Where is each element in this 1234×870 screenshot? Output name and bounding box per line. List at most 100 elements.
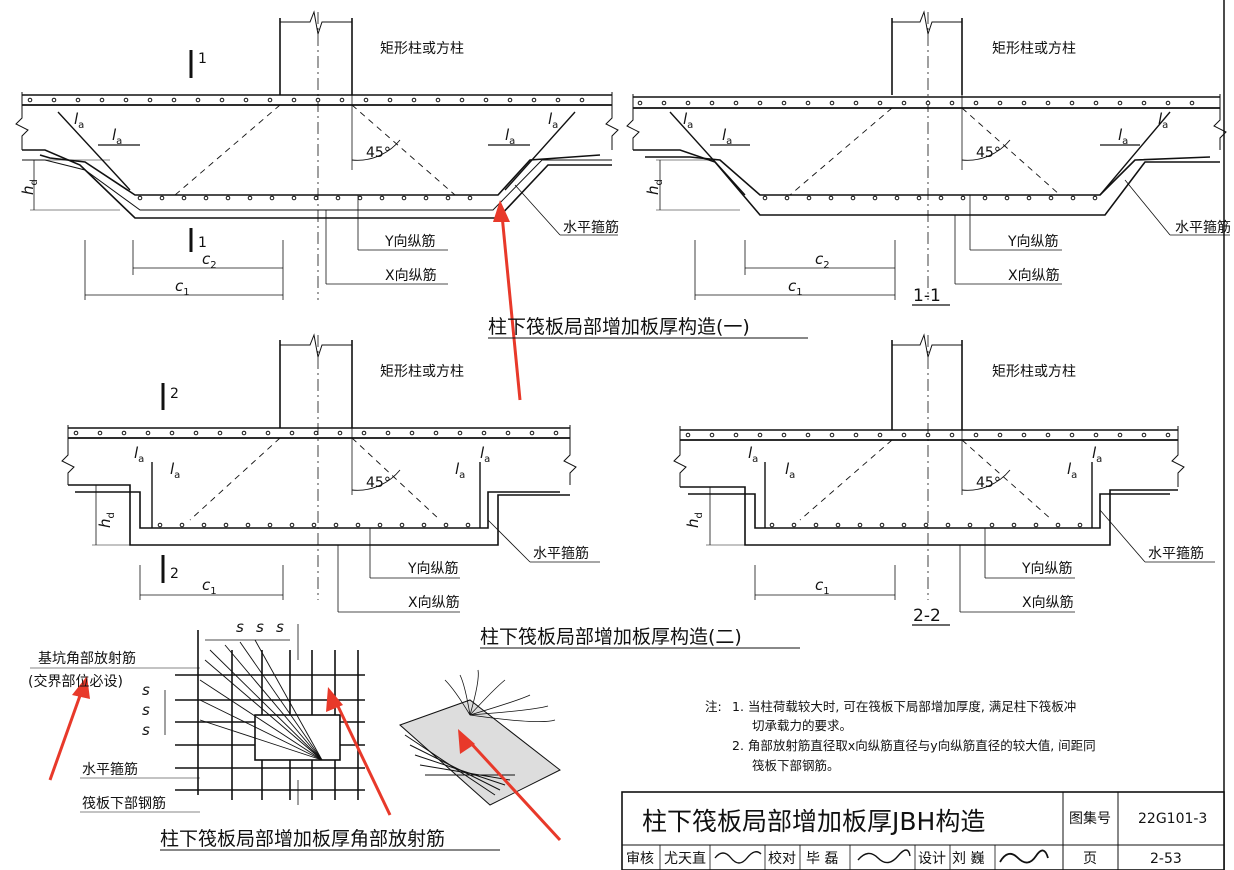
- rebar-dot: [960, 195, 966, 201]
- label-hd: hd: [96, 512, 117, 528]
- label-x-bar: X向纵筋: [1008, 267, 1060, 284]
- rebar-dot: [289, 522, 295, 528]
- rebar-dot: [217, 430, 223, 436]
- rebar-dot: [806, 195, 812, 201]
- rebar-dot: [361, 430, 367, 436]
- rebar-dot: [553, 430, 559, 436]
- rebar-dot: [27, 97, 33, 103]
- label-y-bar: Y向纵筋: [384, 233, 436, 250]
- note-2-line-2: 筏板下部钢筋。: [752, 758, 840, 773]
- rebar-dot: [733, 432, 739, 438]
- rebar-dot: [938, 195, 944, 201]
- rebar-dot: [1189, 100, 1195, 106]
- rebar-dot: [1033, 522, 1039, 528]
- label-c1: c1: [788, 277, 803, 298]
- page-label: 页: [1083, 851, 1097, 867]
- red-arrows: [48, 200, 562, 842]
- notes-lead: 注:: [705, 699, 722, 714]
- rebar-dot: [1093, 100, 1099, 106]
- rebar-dot: [179, 522, 185, 528]
- rebar-dot: [1117, 432, 1123, 438]
- rebar-dot: [1165, 100, 1171, 106]
- rebar-dot: [1141, 432, 1147, 438]
- label-la: la: [505, 126, 515, 147]
- rebar-dot: [685, 432, 691, 438]
- rebar-dot: [379, 195, 385, 201]
- label-cut-2-top: 2: [170, 386, 179, 402]
- section-1-1: [626, 10, 1230, 306]
- rebar-dot: [387, 97, 393, 103]
- rebar-dot: [291, 97, 297, 103]
- rebar-dot: [781, 100, 787, 106]
- label-corner-bottom-bar: 筏板下部钢筋: [82, 795, 166, 812]
- rebar-dot: [829, 100, 835, 106]
- rebar-dot: [857, 522, 863, 528]
- rebar-dot: [311, 522, 317, 528]
- rebar-dot: [483, 97, 489, 103]
- rebar-dot: [123, 97, 129, 103]
- rebar-dot: [973, 100, 979, 106]
- rebar-dot: [762, 195, 768, 201]
- rebar-dot: [333, 522, 339, 528]
- rebar-dot: [457, 430, 463, 436]
- title-block: 柱下筏板局部增加板厚JBH构造 图集号 22G101-3 页 2-53 审核 尤…: [621, 791, 1225, 870]
- rebar-dot: [181, 195, 187, 201]
- label-la: la: [1092, 444, 1102, 465]
- rebar-dot: [1045, 100, 1051, 106]
- review-signature: [714, 851, 762, 864]
- rebar-dot: [435, 97, 441, 103]
- review-label: 审核: [626, 851, 654, 867]
- label-la: la: [1158, 110, 1168, 131]
- rebar-dot: [169, 430, 175, 436]
- note-1-line-2: 切承载力的要求。: [752, 718, 852, 733]
- rebar-dot: [313, 195, 319, 201]
- rebar-dot: [1069, 100, 1075, 106]
- rebar-dot: [982, 195, 988, 201]
- rebar-dot: [879, 522, 885, 528]
- rebar-dot: [925, 432, 931, 438]
- label-la: la: [785, 460, 795, 481]
- rebar-dot: [121, 430, 127, 436]
- rebar-dot: [1021, 432, 1027, 438]
- rebar-dot: [813, 522, 819, 528]
- label-angle: 45°: [976, 475, 1001, 491]
- label-angle: 45°: [976, 145, 1001, 161]
- label-c2: c2: [815, 250, 830, 271]
- rebar-dot: [51, 97, 57, 103]
- rebar-dot: [357, 195, 363, 201]
- label-la: la: [134, 444, 144, 465]
- rebar-dot: [505, 430, 511, 436]
- label-y-bar: Y向纵筋: [1007, 233, 1059, 250]
- rebar-dot: [409, 430, 415, 436]
- label-x-bar: X向纵筋: [1022, 594, 1074, 611]
- label-la: la: [683, 110, 693, 131]
- label-column-4: 矩形柱或方柱: [992, 364, 1076, 380]
- label-la: la: [112, 126, 122, 147]
- note-2-line-1: 2. 角部放射筋直径取x向纵筋直径与y向纵筋直径的较大值, 间距同: [732, 738, 1096, 753]
- rebar-dot: [363, 97, 369, 103]
- label-corner-required: (交界部位必设): [28, 673, 123, 690]
- label-stirrup: 水平箍筋: [533, 545, 589, 562]
- label-la: la: [455, 460, 465, 481]
- rebar-dot: [247, 195, 253, 201]
- rebar-dot: [973, 432, 979, 438]
- check-signature: [857, 849, 911, 864]
- rebar-dot: [1092, 195, 1098, 201]
- rebar-dot: [1117, 100, 1123, 106]
- rebar-dot: [1093, 432, 1099, 438]
- label-c1: c1: [202, 576, 217, 597]
- rebar-dot: [385, 430, 391, 436]
- rebar-dot: [1165, 432, 1171, 438]
- section-label-2-2: 2-2: [913, 606, 941, 626]
- rebar-dot: [157, 522, 163, 528]
- rebar-dot: [315, 97, 321, 103]
- label-x-bar: X向纵筋: [408, 594, 460, 611]
- rebar-dot: [901, 100, 907, 106]
- rebar-dot: [828, 195, 834, 201]
- label-x-bar: X向纵筋: [385, 267, 437, 284]
- rebar-dot: [1011, 522, 1017, 528]
- rebar-dot: [709, 100, 715, 106]
- rebar-dot: [733, 100, 739, 106]
- rebar-dot: [433, 430, 439, 436]
